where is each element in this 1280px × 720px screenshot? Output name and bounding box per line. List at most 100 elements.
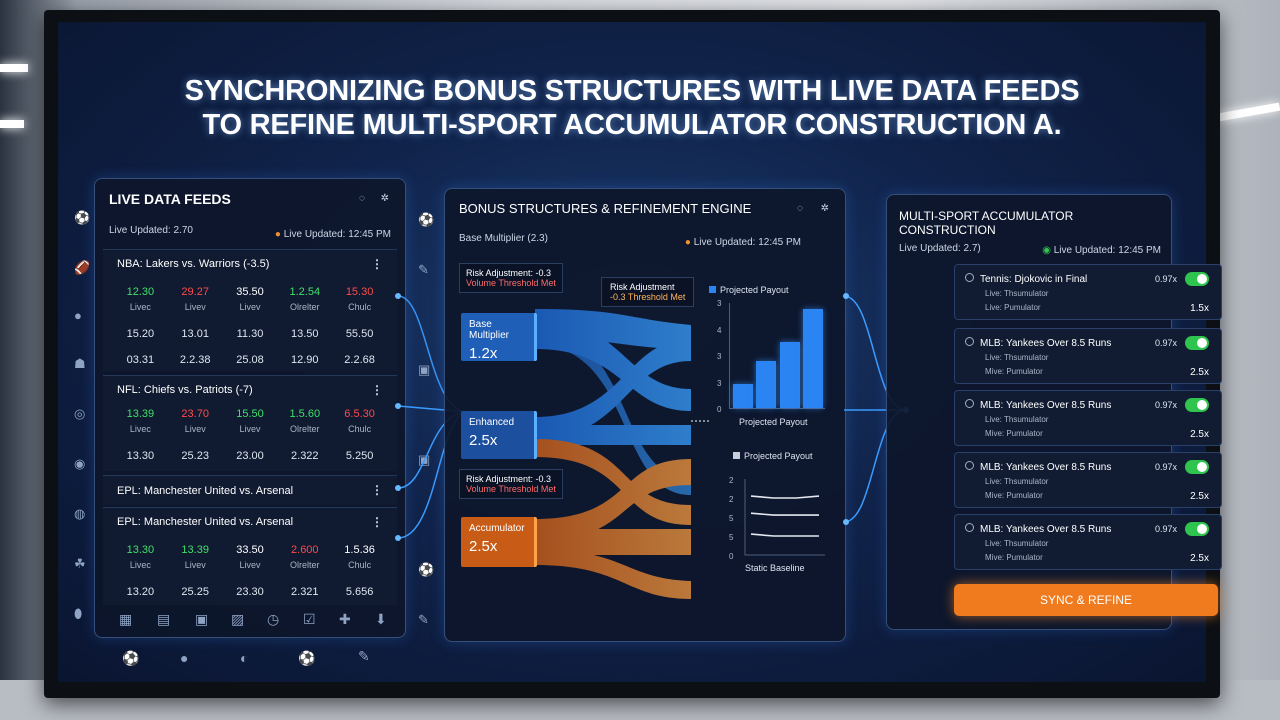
more-icon[interactable]: ⋮: [371, 483, 383, 497]
more-icon[interactable]: ⋮: [371, 257, 383, 271]
team-icon[interactable]: ☗: [74, 356, 86, 371]
status-icon: ◉: [1042, 245, 1051, 256]
item-line: Live: Thsumulator: [985, 353, 1049, 362]
line-chart-axis: [744, 479, 825, 556]
basketball-icon[interactable]: ●: [180, 650, 189, 666]
odd-value: 13.30: [126, 450, 155, 462]
item-toggle[interactable]: [1185, 398, 1209, 412]
enhanced-node[interactable]: Enhanced 2.5x: [461, 411, 537, 459]
item-title: MLB: Yankees Over 8.5 Runs: [965, 523, 1111, 535]
ceiling-light: [0, 64, 28, 72]
plus-icon[interactable]: ✚: [339, 611, 351, 627]
match-name: NBA: Lakers vs. Warriors (-3.5): [117, 258, 270, 270]
match-name: EPL: Manchester United vs. Arsenal: [117, 516, 294, 528]
soccer-icon[interactable]: ⚽: [418, 562, 435, 577]
football-icon[interactable]: 🏈: [74, 260, 91, 275]
odds-labels: Livec Livev Livev Olrelter Chulc: [113, 302, 387, 312]
odd-value[interactable]: 35.50: [236, 286, 264, 298]
baseball-icon[interactable]: ◐: [240, 650, 249, 666]
ceiling-light: [0, 120, 24, 128]
check-icon[interactable]: ☑: [303, 611, 316, 627]
sync-refine-button[interactable]: SYNC & REFINE: [954, 584, 1218, 616]
odd-value[interactable]: 13.30: [126, 544, 155, 556]
match-name: EPL: Manchester United vs. Arsenal: [117, 485, 294, 497]
odd-value[interactable]: 12.30: [126, 286, 155, 298]
item-line: Live: Thsumulator: [985, 289, 1049, 298]
soccer-icon[interactable]: ⚽: [74, 210, 91, 225]
group-icon[interactable]: ☘: [74, 556, 86, 571]
table-icon[interactable]: ▤: [157, 611, 171, 627]
item-toggle[interactable]: [1185, 336, 1209, 350]
clock-icon: ●: [274, 229, 281, 240]
basketball-icon[interactable]: ●: [74, 308, 82, 323]
tennis-icon[interactable]: ◍: [74, 506, 86, 521]
base-multiplier-label: Base Multiplier (2.3): [459, 233, 548, 244]
odd-value[interactable]: 2.600: [291, 544, 319, 556]
odds-labels: Livec Livev Livev Olrelter Chulc: [113, 424, 387, 434]
y-tick-label: 2: [729, 495, 734, 504]
odd-value[interactable]: 1.2.54: [289, 286, 321, 298]
y-tick-label: 5: [729, 533, 734, 542]
y-tick-label: 0: [729, 552, 734, 561]
check-circle-icon[interactable]: [965, 273, 974, 282]
odd-value[interactable]: 23.70: [181, 408, 209, 420]
odds-row: 13.39 23.70 15.50 1.5.60 6.5.30: [113, 408, 387, 420]
pin-icon[interactable]: ⬇: [375, 611, 387, 627]
item-title-text: MLB: Yankees Over 8.5 Runs: [980, 462, 1112, 473]
match-card[interactable]: NFL: Chiefs vs. Patriots (-7) ⋮ 13.39 23…: [103, 375, 397, 471]
panel-title: LIVE DATA FEEDS: [109, 191, 231, 207]
baseball-icon[interactable]: ◉: [74, 456, 86, 471]
odd-value[interactable]: 13.39: [181, 544, 209, 556]
item-toggle[interactable]: [1185, 460, 1209, 474]
odd-value[interactable]: 15.50: [236, 408, 264, 420]
odd-value[interactable]: 15.30: [345, 286, 374, 298]
risk-label: Risk Adjustment: [610, 282, 675, 292]
panel-icon[interactable]: ▣: [418, 362, 431, 377]
chart-icon[interactable]: ▨: [231, 611, 245, 627]
odd-value[interactable]: 6.5.30: [344, 408, 375, 420]
match-card[interactable]: NBA: Lakers vs. Warriors (-3.5) ⋮ 12.30 …: [103, 249, 397, 371]
clock-icon[interactable]: ◷: [267, 611, 280, 627]
spinner-icon: ◌: [359, 193, 365, 204]
odd-value[interactable]: 29.27: [181, 286, 209, 298]
soccer-ball-icon[interactable]: ⚽: [298, 650, 316, 666]
pen-icon[interactable]: ✎: [358, 648, 370, 664]
accumulator-node[interactable]: Accumulator 2.5x: [461, 517, 537, 567]
check-circle-icon[interactable]: [965, 523, 974, 532]
match-card[interactable]: EPL: Manchester United vs. Arsenal ⋮ 13.…: [103, 507, 397, 605]
card-icon[interactable]: ▣: [195, 611, 209, 627]
soccer-icon[interactable]: ⚽: [418, 212, 435, 227]
grid-icon[interactable]: ▦: [119, 611, 133, 627]
check-circle-icon[interactable]: [965, 337, 974, 346]
check-circle-icon[interactable]: [965, 461, 974, 470]
item-toggle[interactable]: [1185, 522, 1209, 536]
hockey-icon[interactable]: ◎: [74, 406, 86, 421]
match-card[interactable]: EPL: Manchester United vs. Arsenal ⋮: [103, 475, 397, 505]
rugby-icon[interactable]: ⬮: [74, 606, 83, 621]
legend-label: Projected Payout: [720, 285, 789, 295]
odd-value[interactable]: 13.39: [126, 408, 155, 420]
soccer-icon[interactable]: ⚽: [122, 650, 140, 666]
odd-value[interactable]: 1.5.60: [289, 408, 321, 420]
more-icon[interactable]: ⋮: [371, 383, 383, 397]
odd-value[interactable]: 1.5.36: [344, 544, 375, 556]
pen-icon[interactable]: ✎: [418, 612, 429, 627]
risk-label: Risk Adjustment: -0.3: [466, 474, 552, 484]
check-circle-icon[interactable]: [965, 399, 974, 408]
item-toggle[interactable]: [1185, 272, 1209, 286]
odd-value: 2.322: [291, 450, 319, 462]
updated-right: Live Updated: 12:45 PM: [693, 237, 801, 248]
node-label: Base Multiplier: [469, 319, 510, 341]
pen-icon[interactable]: ✎: [418, 262, 429, 277]
more-icon[interactable]: ⋮: [371, 515, 383, 529]
base-multiplier-node[interactable]: Base Multiplier 1.2x: [461, 313, 537, 362]
item-title-text: MLB: Yankees Over 8.5 Runs: [980, 400, 1112, 411]
odd-label: Livev: [239, 424, 261, 434]
odd-value[interactable]: 33.50: [236, 544, 264, 556]
